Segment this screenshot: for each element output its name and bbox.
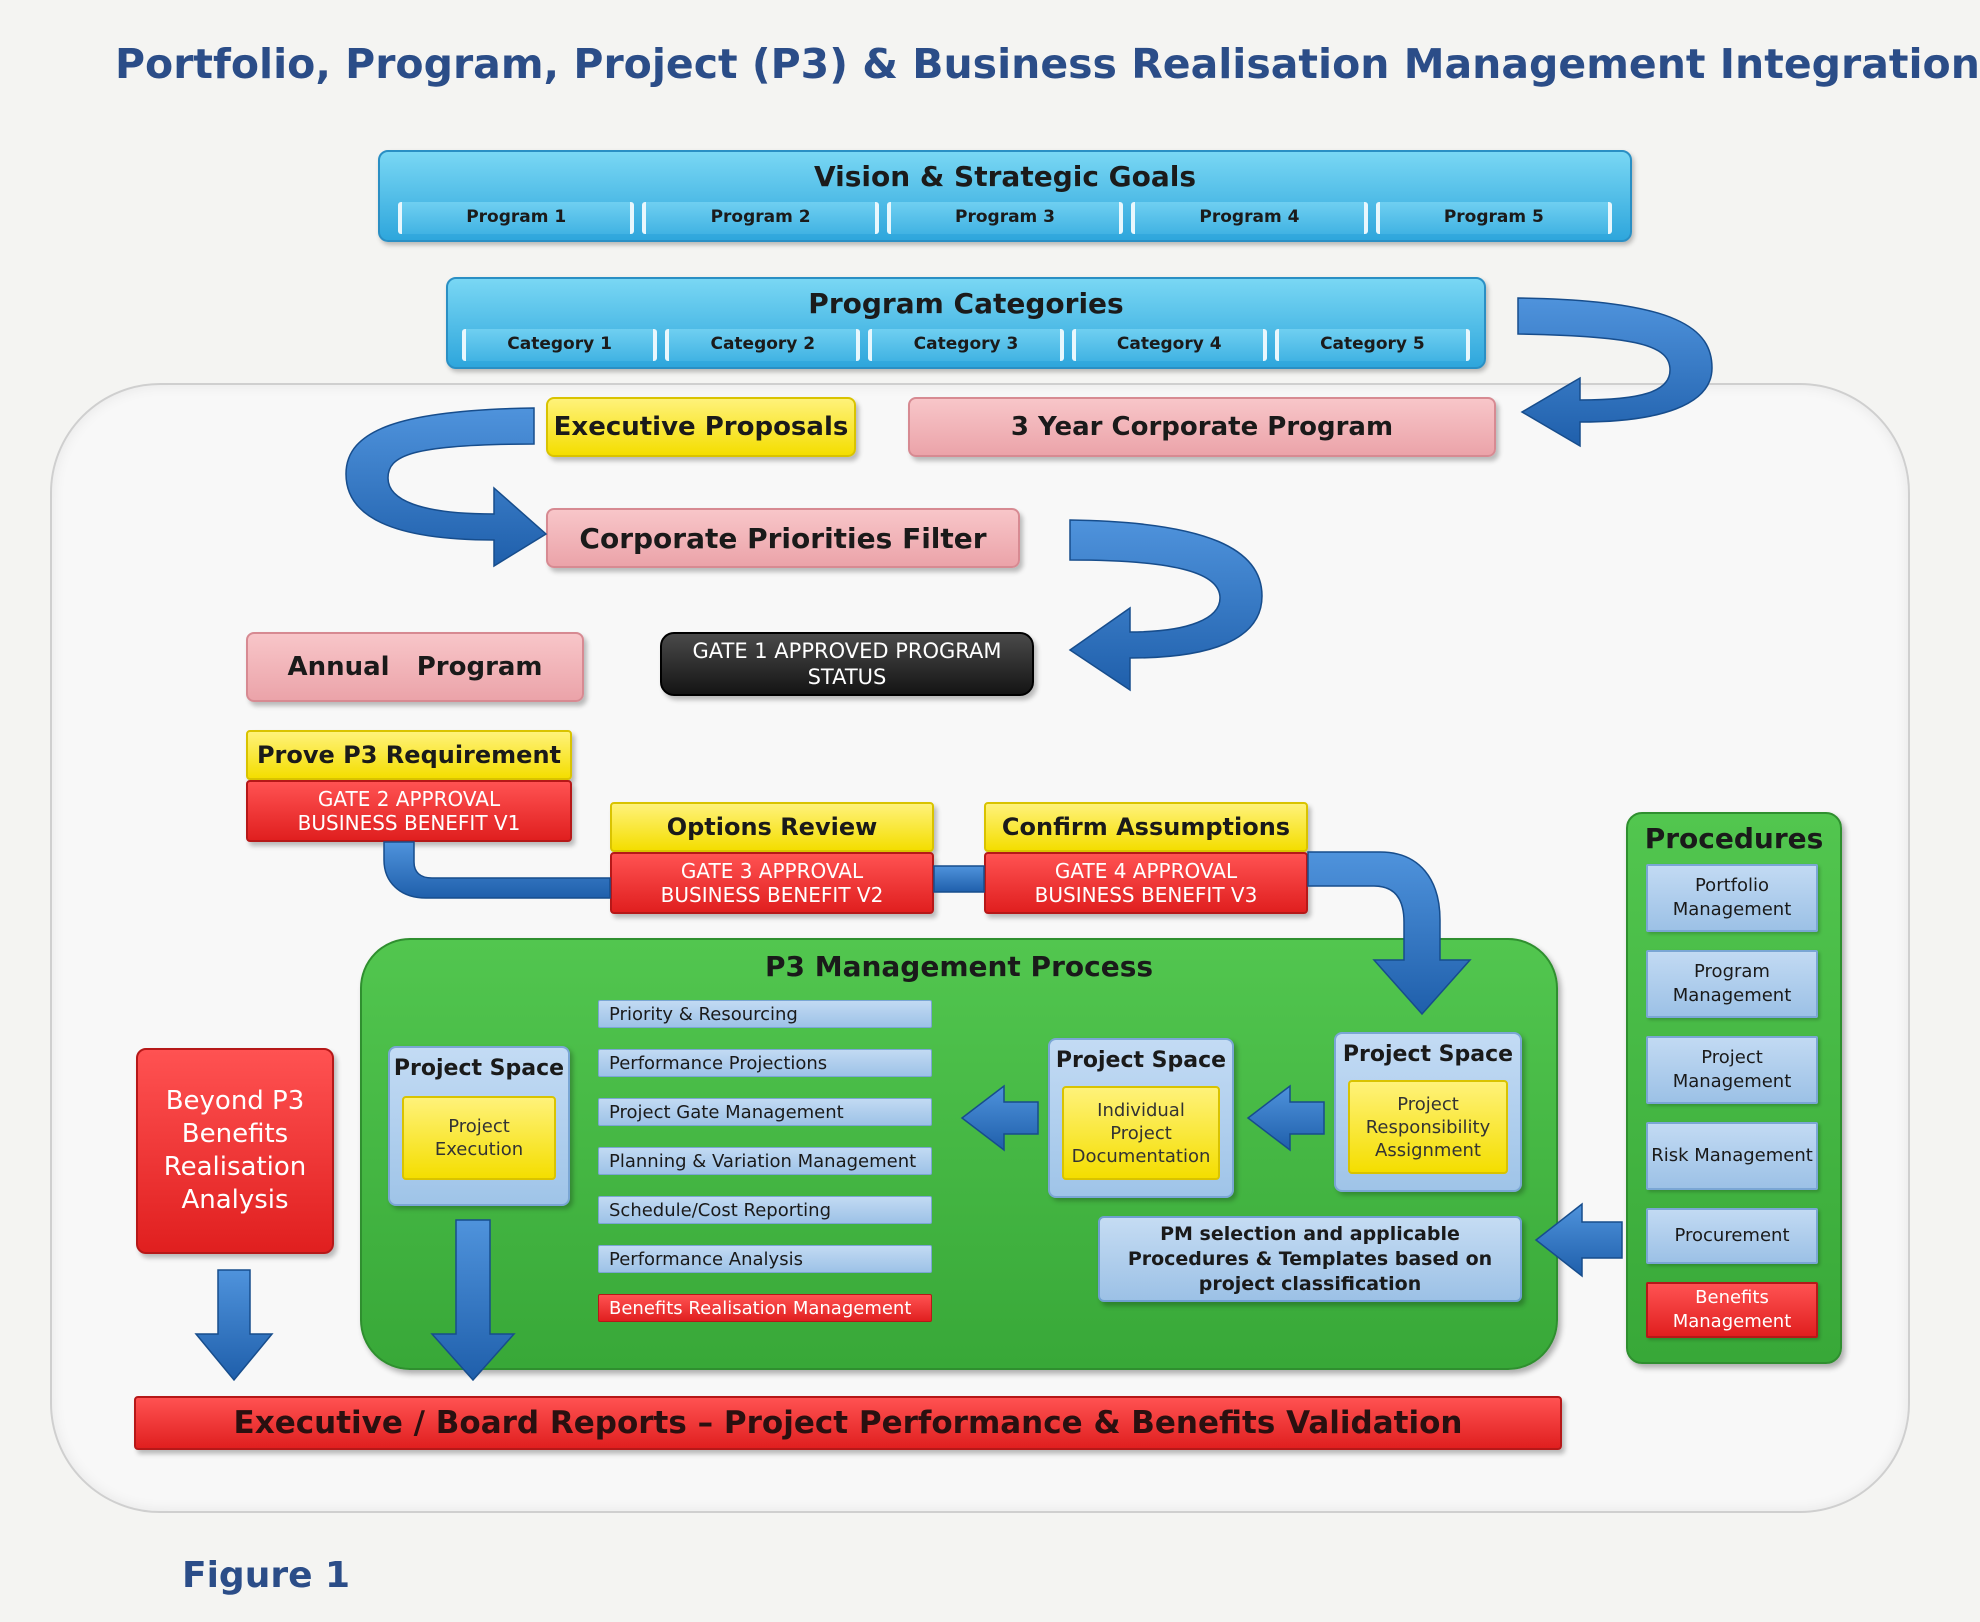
- program-5: Program 5: [1375, 202, 1613, 234]
- categories-band: Program Categories Category 1 Category 2…: [446, 277, 1486, 369]
- gate3-line2: BUSINESS BENEFIT V2: [660, 883, 884, 907]
- project-space-execution: Project Space Project Execution: [388, 1046, 570, 1206]
- corporate-program: 3 Year Corporate Program: [908, 397, 1496, 457]
- arrow-gate4-to-project-space: [1307, 851, 1472, 1016]
- gate2-line2: BUSINESS BENEFIT V1: [297, 811, 521, 835]
- curved-arrow-categories-to-corporate: [1517, 297, 1713, 448]
- list-item: Planning & Variation Management: [598, 1147, 932, 1175]
- procedure-risk: Risk Management: [1646, 1122, 1818, 1190]
- categories-title: Program Categories: [808, 287, 1124, 320]
- curved-arrow-filter-to-gate1: [1068, 519, 1263, 692]
- gate4-approval: GATE 4 APPROVAL BUSINESS BENEFIT V3: [984, 852, 1308, 914]
- program-1: Program 1: [398, 202, 635, 234]
- figure-label: Figure 1: [182, 1555, 351, 1596]
- category-1: Category 1: [462, 329, 658, 361]
- beyond-p3: Beyond P3 Benefits Realisation Analysis: [136, 1048, 334, 1254]
- gate3-header: Options Review: [610, 802, 934, 852]
- curved-arrow-proposals-to-filter: [345, 407, 548, 568]
- procedure-portfolio: Portfolio Management: [1646, 864, 1818, 932]
- program-3: Program 3: [886, 202, 1124, 234]
- category-3: Category 3: [868, 329, 1064, 361]
- program-4: Program 4: [1131, 202, 1368, 234]
- space-inner: Project Responsibility Assignment: [1348, 1080, 1508, 1174]
- arrow-assignment-to-documentation: [1246, 1084, 1325, 1152]
- space-title: Project Space: [393, 1056, 565, 1081]
- gate2-line1: GATE 2 APPROVAL: [317, 787, 501, 811]
- procedure-program: Program Management: [1646, 950, 1818, 1018]
- annual-program: Annual Program: [246, 632, 584, 702]
- list-item: Performance Projections: [598, 1049, 932, 1077]
- project-space-documentation: Project Space Individual Project Documen…: [1048, 1038, 1234, 1198]
- list-item: Schedule/Cost Reporting: [598, 1196, 932, 1224]
- list-item: Benefits Realisation Management: [598, 1294, 932, 1322]
- gate3-approval: GATE 3 APPROVAL BUSINESS BENEFIT V2: [610, 852, 934, 914]
- arrow-execution-to-reports: [430, 1219, 516, 1382]
- category-5: Category 5: [1274, 329, 1471, 361]
- list-item: Performance Analysis: [598, 1245, 932, 1273]
- gate2-approval: GATE 2 APPROVAL BUSINESS BENEFIT V1: [246, 780, 572, 842]
- space-inner: Individual Project Documentation: [1062, 1086, 1220, 1180]
- gate4-line1: GATE 4 APPROVAL: [1054, 859, 1238, 883]
- procedure-benefits: Benefits Management: [1646, 1282, 1818, 1338]
- vision-band: Vision & Strategic Goals Program 1 Progr…: [378, 150, 1632, 242]
- gate4-header: Confirm Assumptions: [984, 802, 1308, 852]
- category-2: Category 2: [665, 329, 861, 361]
- program-2: Program 2: [642, 202, 879, 234]
- space-inner: Project Execution: [402, 1096, 556, 1180]
- priorities-filter: Corporate Priorities Filter: [546, 508, 1020, 568]
- list-item: Priority & Resourcing: [598, 1000, 932, 1028]
- flow-arrows: [194, 297, 1713, 1382]
- space-title: Project Space: [1055, 1048, 1227, 1073]
- page-title: Portfolio, Program, Project (P3) & Busin…: [115, 40, 1980, 88]
- connector-gate3-gate4: [933, 865, 985, 893]
- gate3-line1: GATE 3 APPROVAL: [680, 859, 864, 883]
- executive-proposals: Executive Proposals: [546, 397, 856, 457]
- project-space-assignment: Project Space Project Responsibility Ass…: [1334, 1032, 1522, 1192]
- executive-reports: Executive / Board Reports – Project Perf…: [134, 1396, 1562, 1450]
- gate4-line2: BUSINESS BENEFIT V3: [1034, 883, 1258, 907]
- list-item: Project Gate Management: [598, 1098, 932, 1126]
- category-4: Category 4: [1071, 329, 1267, 361]
- arrow-documentation-to-list: [960, 1084, 1039, 1152]
- procedures-title: Procedures: [1644, 822, 1824, 855]
- gate1-status: GATE 1 APPROVED PROGRAM STATUS: [660, 632, 1034, 696]
- space-title: Project Space: [1342, 1042, 1514, 1067]
- p3-title: P3 Management Process: [764, 950, 1154, 983]
- arrow-beyond-to-reports: [194, 1269, 274, 1382]
- procedure-procurement: Procurement: [1646, 1208, 1818, 1264]
- arrow-gate2-to-gate3: [383, 841, 611, 899]
- pm-selection: PM selection and applicable Procedures &…: [1098, 1216, 1522, 1302]
- arrow-procedures-to-pm-selection: [1534, 1202, 1623, 1278]
- procedure-project: Project Management: [1646, 1036, 1818, 1104]
- gate2-header: Prove P3 Requirement: [246, 730, 572, 780]
- vision-title: Vision & Strategic Goals: [813, 160, 1197, 193]
